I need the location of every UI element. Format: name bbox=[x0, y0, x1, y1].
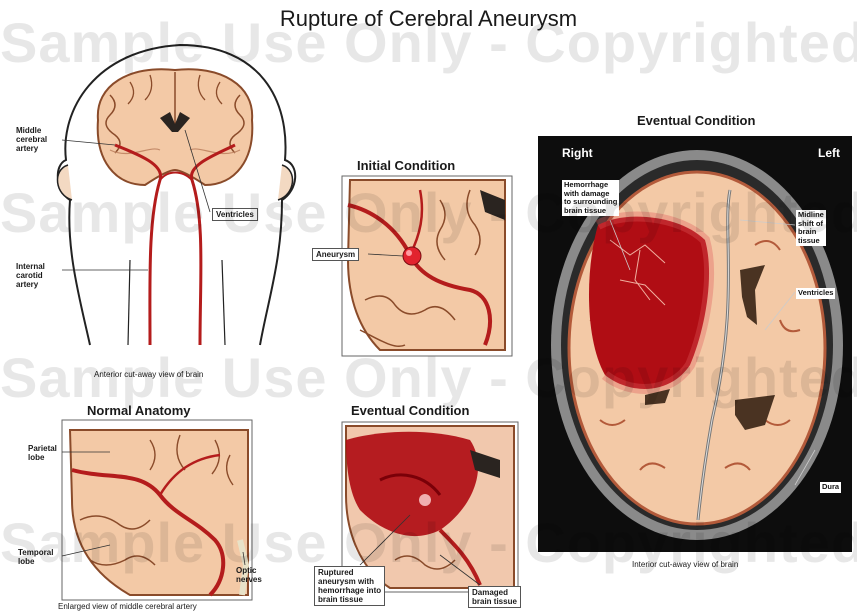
eventual-small-title: Eventual Condition bbox=[351, 403, 469, 418]
scan-title: Eventual Condition bbox=[637, 113, 755, 128]
head-caption: Anterior cut-away view of brain bbox=[94, 370, 203, 379]
label-middle-cerebral-artery: Middle cerebral artery bbox=[16, 126, 47, 153]
label-ventricles-scan: Ventricles bbox=[796, 288, 835, 299]
label-internal-carotid-artery: Internal carotid artery bbox=[16, 262, 45, 289]
scan-left-label: Left bbox=[818, 146, 840, 160]
label-optic-nerves: Optic nerves bbox=[236, 566, 262, 584]
label-damaged-tissue: Damaged brain tissue bbox=[468, 586, 521, 608]
label-parietal-lobe: Parietal lobe bbox=[28, 444, 57, 462]
scan-right-label: Right bbox=[562, 146, 593, 160]
scan-caption: Interior cut-away view of brain bbox=[632, 560, 738, 569]
label-midline-shift: Midline shift of brain tissue bbox=[796, 210, 826, 246]
label-temporal-lobe: Temporal lobe bbox=[18, 548, 53, 566]
normal-title: Normal Anatomy bbox=[87, 403, 191, 418]
label-aneurysm: Aneurysm bbox=[312, 248, 359, 261]
normal-caption: Enlarged view of middle cerebral artery bbox=[58, 602, 197, 611]
initial-title: Initial Condition bbox=[357, 158, 455, 173]
label-dura: Dura bbox=[820, 482, 841, 493]
label-hemorrhage: Hemorrhage with damage to surrounding br… bbox=[562, 180, 619, 216]
label-ventricles-head: Ventricles bbox=[212, 208, 258, 221]
page-title: Rupture of Cerebral Aneurysm bbox=[0, 6, 857, 32]
label-ruptured-aneurysm: Ruptured aneurysm with hemorrhage into b… bbox=[314, 566, 385, 606]
